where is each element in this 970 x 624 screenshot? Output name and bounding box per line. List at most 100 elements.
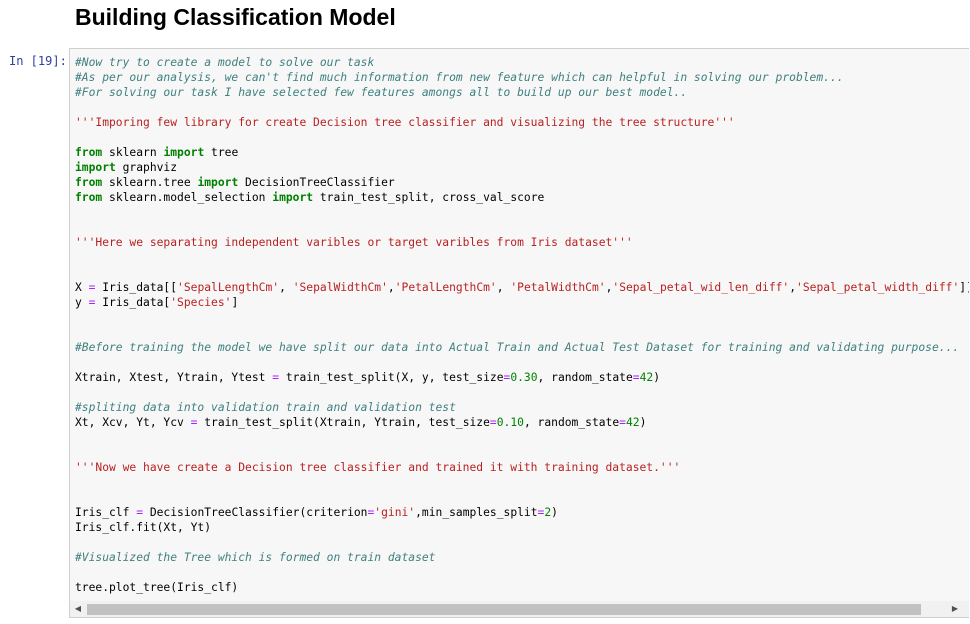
code-token: graphviz [115, 161, 178, 174]
code-token: #Now try to create a model to solve our … [75, 56, 375, 69]
code-token: X [75, 281, 89, 294]
code-line: y = Iris_data['Species'] [75, 295, 969, 310]
code-token: train_test_split, cross_val_score [313, 191, 545, 204]
code-token: , [279, 281, 293, 294]
horizontal-scrollbar[interactable]: ◀ ▶ [70, 601, 969, 617]
code-token: 'PetalLengthCm' [394, 281, 497, 294]
code-line [75, 205, 969, 220]
code-token: = [503, 371, 511, 384]
code-line [75, 100, 969, 115]
code-line: #Before training the model we have split… [75, 340, 969, 355]
code-token: ) [653, 371, 660, 384]
code-token: sklearn [102, 146, 164, 159]
code-token: sklearn.tree [102, 176, 198, 189]
code-token: DecisionTreeClassifier(criterion [143, 506, 368, 519]
code-token: 2 [544, 506, 552, 519]
code-line: '''Now we have create a Decision tree cl… [75, 460, 969, 475]
code-line: #spliting data into validation train and… [75, 400, 969, 415]
code-token: ]] [959, 281, 969, 294]
code-line: Iris_clf = DecisionTreeClassifier(criter… [75, 505, 969, 520]
code-token: from [75, 146, 103, 159]
code-line: #Now try to create a model to solve our … [75, 55, 969, 70]
code-line [75, 130, 969, 145]
code-token: 0.30 [510, 371, 538, 384]
code-token: from [75, 191, 103, 204]
code-token: #As per our analysis, we can't find much… [75, 71, 844, 84]
scroll-left-icon[interactable]: ◀ [74, 604, 82, 613]
code-cell-input[interactable]: #Now try to create a model to solve our … [69, 48, 969, 618]
code-token: 'SepalLengthCm' [177, 281, 280, 294]
code-line: Xtrain, Xtest, Ytrain, Ytest = train_tes… [75, 370, 969, 385]
code-line [75, 220, 969, 235]
code-token: tree.plot_tree(Iris_clf) [75, 581, 239, 594]
code-line [75, 355, 969, 370]
code-token: ) [639, 416, 647, 429]
code-token: 'Sepal_petal_wid_len_diff' [612, 281, 790, 294]
scroll-right-icon[interactable]: ▶ [951, 604, 959, 613]
code-token: #Visualized the Tree which is formed on … [75, 551, 436, 564]
code-token: import [197, 176, 239, 189]
code-token: train_test_split(Xtrain, Ytrain, test_si… [197, 416, 490, 429]
code-line [75, 265, 969, 280]
code-line: #For solving our task I have selected fe… [75, 85, 969, 100]
code-token: import [272, 191, 314, 204]
code-token: import [75, 161, 116, 174]
code-editor[interactable]: #Now try to create a model to solve our … [75, 55, 969, 595]
code-line: Xt, Xcv, Yt, Ycv = train_test_split(Xtra… [75, 415, 969, 430]
code-token: #spliting data into validation train and… [75, 401, 456, 414]
code-token: = [367, 506, 375, 519]
code-token: tree [204, 146, 239, 159]
code-token: 42 [625, 416, 640, 429]
code-token: , [789, 281, 797, 294]
scrollbar-thumb[interactable] [87, 604, 921, 615]
code-line: tree.plot_tree(Iris_clf) [75, 580, 969, 595]
code-line [75, 250, 969, 265]
code-token: = [88, 296, 96, 309]
code-line: '''Imporing few library for create Decis… [75, 115, 969, 130]
code-token: , [605, 281, 613, 294]
code-token: , random_state [523, 416, 620, 429]
code-token: from [75, 176, 103, 189]
code-token: = [136, 506, 144, 519]
code-line: import graphviz [75, 160, 969, 175]
code-line [75, 430, 969, 445]
code-token: = [272, 371, 280, 384]
code-token: #For solving our task I have selected fe… [75, 86, 688, 99]
code-token: Iris_clf [75, 506, 137, 519]
code-token: '''Here we separating independent varibl… [75, 236, 633, 249]
code-line: from sklearn.model_selection import trai… [75, 190, 969, 205]
code-token: ] [231, 296, 239, 309]
code-token: '''Imporing few library for create Decis… [75, 116, 735, 129]
code-line [75, 535, 969, 550]
code-line: from sklearn import tree [75, 145, 969, 160]
code-token: '''Now we have create a Decision tree cl… [75, 461, 681, 474]
code-token: y [75, 296, 89, 309]
code-token: ,min_samples_split [415, 506, 538, 519]
code-token: 42 [639, 371, 654, 384]
code-token: = [619, 416, 626, 429]
code-line [75, 310, 969, 325]
code-line: from sklearn.tree import DecisionTreeCla… [75, 175, 969, 190]
code-token: sklearn.model_selection [102, 191, 273, 204]
code-line [75, 475, 969, 490]
code-token: Xt, Xcv, Yt, Ycv [75, 416, 191, 429]
code-line [75, 490, 969, 505]
code-token: 'Species' [170, 296, 232, 309]
code-line [75, 445, 969, 460]
code-token: #Before training the model we have split… [75, 341, 960, 354]
code-token: , [496, 281, 511, 294]
code-token: 'Sepal_petal_width_diff' [796, 281, 960, 294]
code-token: 'gini' [374, 506, 416, 519]
code-token: ) [551, 506, 558, 519]
code-token: , [387, 281, 395, 294]
code-token: = [632, 371, 640, 384]
code-line: X = Iris_data[['SepalLengthCm', 'SepalWi… [75, 280, 969, 295]
section-heading: Building Classification Model [75, 4, 396, 30]
code-line [75, 325, 969, 340]
code-token: Iris_data[[ [95, 281, 178, 294]
code-token: , random_state [537, 371, 633, 384]
code-token: 0.10 [496, 416, 524, 429]
code-token: import [163, 146, 205, 159]
code-token: 'SepalWidthCm' [292, 281, 388, 294]
code-token: DecisionTreeClassifier [238, 176, 395, 189]
